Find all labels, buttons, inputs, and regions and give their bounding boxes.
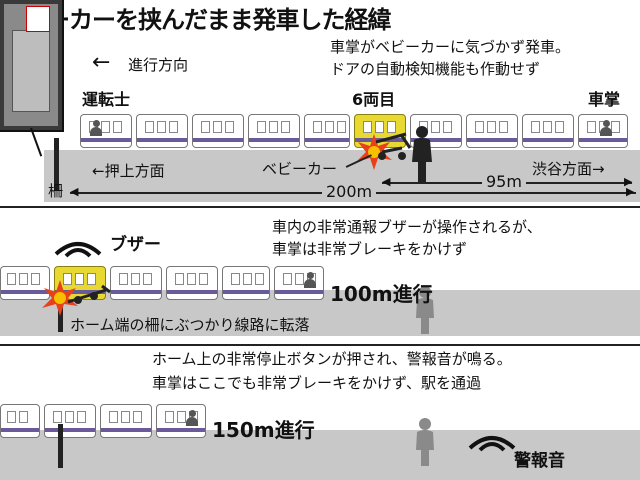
driver-icon: [90, 120, 102, 136]
panel2-note-line1: 車内の非常通報ブザーが操作されるが、: [272, 218, 542, 236]
conductor-icon: [304, 272, 316, 288]
shibuya-direction: 渋谷方面→: [532, 160, 605, 178]
oshiage-direction: ←押上方面: [92, 162, 165, 180]
stroller-fallen-icon: [67, 284, 111, 304]
fall-note: ホーム端の柵にぶつかり線路に転落: [70, 316, 310, 334]
train-car: [44, 404, 96, 438]
conductor-icon: [600, 120, 612, 136]
conductor-label: 車掌: [588, 90, 621, 109]
distance-200m: 200m: [322, 182, 377, 201]
train-car: [80, 114, 132, 148]
train-car: [0, 266, 50, 300]
train-car: [166, 266, 218, 300]
stroller-label: ベビーカー: [262, 160, 338, 178]
conductor-icon: [186, 410, 198, 426]
buzzer-wave-icon: [54, 242, 102, 258]
progress-100m: 100m進行: [330, 282, 433, 306]
progress-150m: 150m進行: [212, 418, 315, 442]
stroller-icon: [375, 132, 412, 160]
train-car: [578, 114, 628, 148]
train-car: [192, 114, 244, 148]
panel3-note-line1: ホーム上の非常停止ボタンが押され、警報音が鳴る。: [152, 350, 512, 368]
train-car: [274, 266, 324, 300]
platform-fence: [54, 138, 59, 190]
buzzer-label: ブザー: [110, 235, 161, 255]
page-title: ベビーカーを挟んだまま発車した経緯: [0, 6, 392, 34]
panel-divider: [0, 344, 640, 346]
panel1-note-line2: ドアの自動検知機能も作動せず: [330, 60, 541, 78]
train-car: [100, 404, 152, 438]
impact-burst-icon: [42, 280, 78, 316]
fence-label: 柵: [48, 182, 64, 200]
direction-label: 進行方向: [128, 56, 189, 74]
train-car: [304, 114, 350, 148]
sign-icon: [26, 6, 50, 32]
train-car: [110, 266, 162, 300]
train-car: [522, 114, 574, 148]
panel1-note-line1: 車掌がベビーカーに気づかず発車。: [330, 38, 571, 56]
train-car: [136, 114, 188, 148]
photo-inset: [0, 0, 64, 132]
train-car: [0, 404, 40, 438]
distance-95m: 95m: [482, 172, 526, 191]
panel2-note-line2: 車掌は非常ブレーキをかけず: [272, 240, 468, 258]
person-silhouette-icon: [416, 286, 434, 334]
alarm-label: 警報音: [514, 451, 565, 471]
train-car: [466, 114, 518, 148]
driver-label: 運転士: [82, 90, 131, 109]
panel-divider: [0, 206, 640, 208]
train-car: [248, 114, 300, 148]
train-car: [222, 266, 270, 300]
person-silhouette-icon: [416, 418, 434, 466]
car6-label: 6両目: [352, 90, 396, 109]
direction-arrow-icon: ←: [92, 50, 111, 75]
train-car: [156, 404, 206, 438]
panel3-note-line2: 車掌はここでも非常ブレーキをかけず、駅を通過: [152, 374, 481, 392]
platform-fence: [58, 424, 63, 468]
alarm-wave-icon: [468, 436, 516, 452]
platform: [0, 430, 640, 480]
person-icon: [412, 126, 432, 182]
